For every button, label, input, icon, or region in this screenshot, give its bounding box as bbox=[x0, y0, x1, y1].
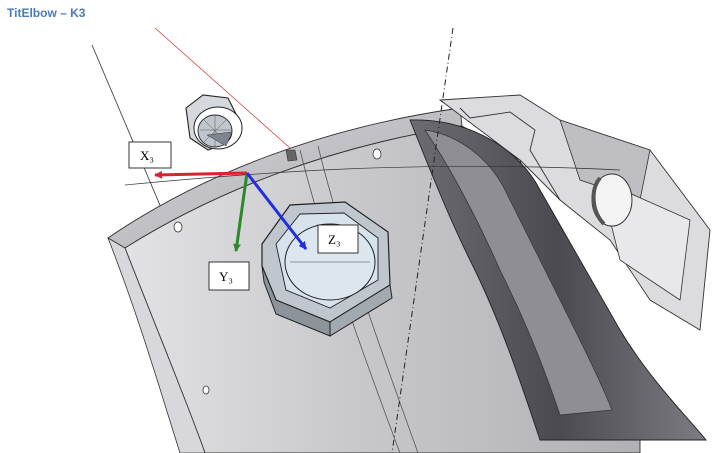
reference-arc bbox=[124, 165, 621, 186]
reference-line-red bbox=[154, 27, 291, 149]
z-axis-label: Z₃ bbox=[317, 224, 359, 254]
x-axis-label-text: X₃ bbox=[140, 148, 154, 163]
y-axis-arrow bbox=[233, 172, 249, 252]
coordinate-frame-3 bbox=[154, 170, 308, 252]
x-axis-label: X₃ bbox=[128, 141, 172, 169]
upper-hex-nut bbox=[185, 94, 243, 151]
figure-title: TitElbow – K3 bbox=[7, 6, 86, 20]
z-axis-arrow bbox=[245, 172, 308, 250]
z-axis-label-text: Z₃ bbox=[328, 232, 340, 247]
y-axis-label-text: Y₃ bbox=[219, 269, 233, 284]
y-axis-label: Y₃ bbox=[208, 261, 250, 291]
x-axis-arrow bbox=[154, 170, 248, 179]
elbow-body bbox=[107, 94, 711, 453]
